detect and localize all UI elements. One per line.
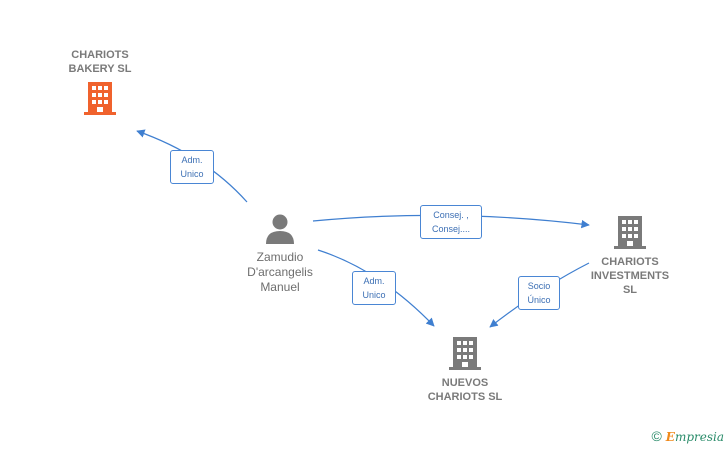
company-name-line-1: CHARIOTS bbox=[71, 49, 129, 61]
edge-label-line-2: Único bbox=[527, 295, 551, 305]
company-node-chariots-investments[interactable]: CHARIOTS INVESTMENTS SL bbox=[575, 214, 685, 297]
edge-label-adm-unico-nuevos[interactable]: Adm. Unico bbox=[352, 271, 396, 305]
edge-label-line-1: Socio bbox=[527, 281, 551, 291]
company-node-nuevos-chariots[interactable]: NUEVOS CHARIOTS SL bbox=[405, 335, 525, 404]
person-icon bbox=[266, 214, 294, 244]
building-icon bbox=[614, 216, 646, 249]
company-name-line-2: INVESTMENTS bbox=[590, 270, 670, 282]
edge-label-line-1: Adm. bbox=[363, 276, 385, 286]
edge-label-socio-unico[interactable]: Socio Único bbox=[518, 276, 560, 310]
person-name-line-1: Zamudio bbox=[256, 250, 304, 264]
company-name-line-2: BAKERY SL bbox=[68, 63, 132, 75]
edge-label-line-2: Unico bbox=[180, 169, 204, 179]
brand-rest: mpresia bbox=[674, 430, 724, 444]
edge-label-line-1: Adm. bbox=[181, 155, 203, 165]
company-name-line-3: SL bbox=[622, 284, 638, 296]
company-name-line-2: CHARIOTS SL bbox=[427, 391, 503, 403]
edge-label-line-1: Consej. , bbox=[433, 210, 469, 220]
company-node-chariots-bakery[interactable]: CHARIOTS BAKERY SL bbox=[40, 48, 160, 121]
person-node-zamudio[interactable]: Zamudio D'arcangelis Manuel bbox=[228, 213, 332, 295]
building-icon bbox=[84, 82, 116, 115]
company-name-line-1: CHARIOTS bbox=[601, 256, 659, 268]
person-name-line-2: D'arcangelis bbox=[247, 265, 313, 279]
brand-initial: E bbox=[665, 430, 675, 444]
edge-label-consej-investments[interactable]: Consej. , Consej.... bbox=[420, 205, 482, 239]
brand-logo: Empresia bbox=[666, 430, 724, 444]
footer-brand: ©Empresia bbox=[651, 428, 724, 444]
person-name-line-3: Manuel bbox=[260, 280, 300, 294]
company-name-line-1: NUEVOS bbox=[441, 377, 489, 389]
edge-label-line-2: Consej.... bbox=[431, 224, 471, 234]
building-icon bbox=[449, 337, 481, 370]
edge-label-adm-unico-bakery[interactable]: Adm. Unico bbox=[170, 150, 214, 184]
copyright-symbol: © bbox=[651, 428, 662, 444]
edge-label-line-2: Unico bbox=[362, 290, 386, 300]
